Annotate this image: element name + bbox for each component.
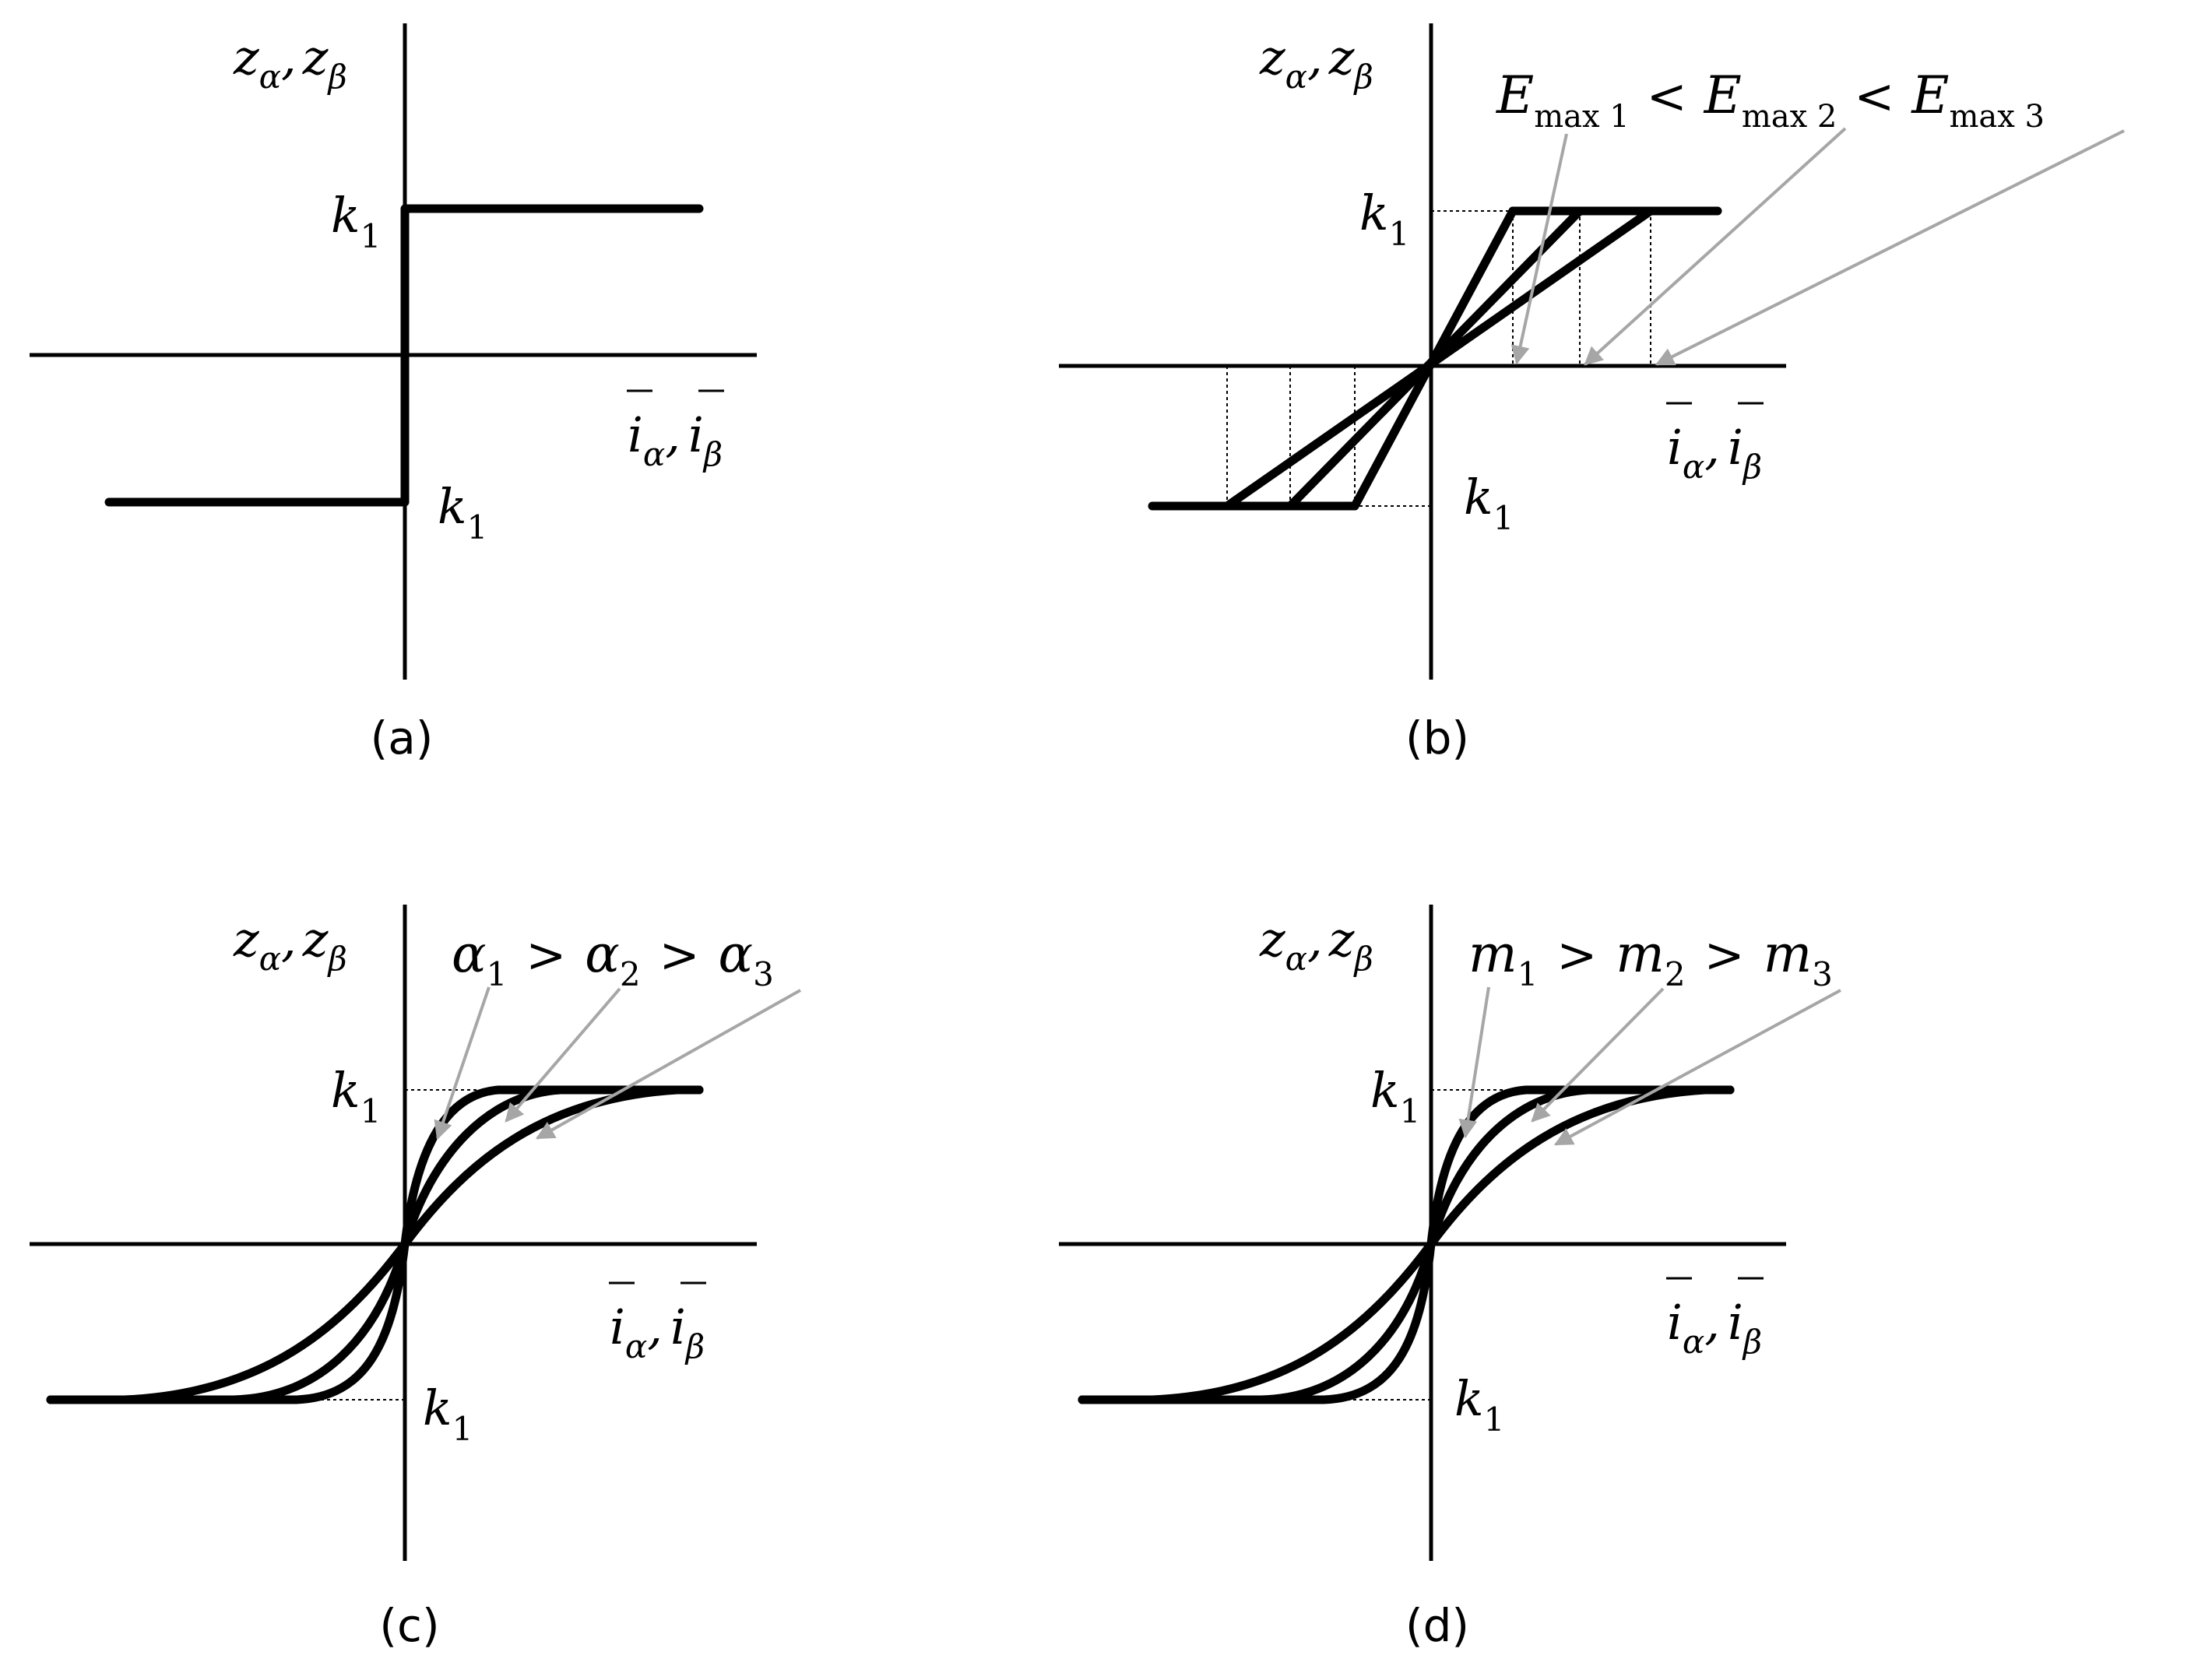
panel-b: zα,zβ k1 k1 iα,iβ Emax 1<Emax 2<Emax 3 (… <box>1059 23 2125 764</box>
y-axis-label: zα,zβ <box>233 29 347 96</box>
x-axis-label: iα,iβ <box>1666 1277 1764 1361</box>
panel-caption: (b) <box>1405 712 1469 764</box>
panel-caption: (a) <box>371 712 434 764</box>
lower-level-label: k1 <box>438 478 487 547</box>
saturation-curve-m-3 <box>1078 1085 1735 1404</box>
panel-caption: (d) <box>1405 1599 1469 1652</box>
upper-level-label: k1 <box>1359 185 1409 253</box>
lower-level-label: k1 <box>423 1379 473 1448</box>
y-axis-label: zα,zβ <box>233 911 347 978</box>
lower-level-label: k1 <box>1454 1370 1504 1439</box>
callout-arrows <box>434 986 801 1141</box>
saturation-curve-3 <box>1222 206 1655 511</box>
y-axis-label: zα,zβ <box>1259 911 1373 978</box>
x-axis-label: iα,iβ <box>609 1281 706 1365</box>
sign-function-curve <box>104 204 704 507</box>
callout-arrows <box>1458 986 1841 1146</box>
svg-text:iα,iβ: iα,iβ <box>628 406 723 473</box>
upper-level-label: k1 <box>1370 1062 1420 1130</box>
panel-caption: (c) <box>379 1599 439 1652</box>
saturation-curve-alpha-2 <box>46 1085 704 1404</box>
x-axis-label: iα,iβ <box>1666 402 1764 486</box>
svg-text:iα,iβ: iα,iβ <box>1667 1294 1762 1361</box>
m-relation-label: m1>m2>m3 <box>1468 924 1833 993</box>
alpha-relation-label: α1>α2>α3 <box>452 924 774 993</box>
x-axis-label: iα,iβ <box>627 389 724 473</box>
saturation-curve-m-2 <box>1078 1085 1735 1404</box>
svg-text:iα,iβ: iα,iβ <box>1667 419 1762 486</box>
callout-arrows <box>1510 127 2125 366</box>
panel-c: zα,zβ k1 k1 iα,iβ α1>α2>α3 (c) <box>30 905 801 1652</box>
emax-relation-label: Emax 1<Emax 2<Emax 3 <box>1496 65 2045 135</box>
lower-level-label: k1 <box>1464 469 1514 537</box>
svg-text:iα,iβ: iα,iβ <box>610 1299 705 1365</box>
y-axis-label: zα,zβ <box>1259 29 1373 96</box>
upper-level-label: k1 <box>331 1062 381 1130</box>
saturation-curve-alpha-3 <box>46 1085 704 1404</box>
panel-d: zα,zβ k1 k1 iα,iβ m1>m2>m3 (d) <box>1059 905 1841 1652</box>
panel-a: zα,zβ k1 k1 iα,iβ (a) <box>30 23 757 764</box>
upper-level-label: k1 <box>331 187 381 255</box>
